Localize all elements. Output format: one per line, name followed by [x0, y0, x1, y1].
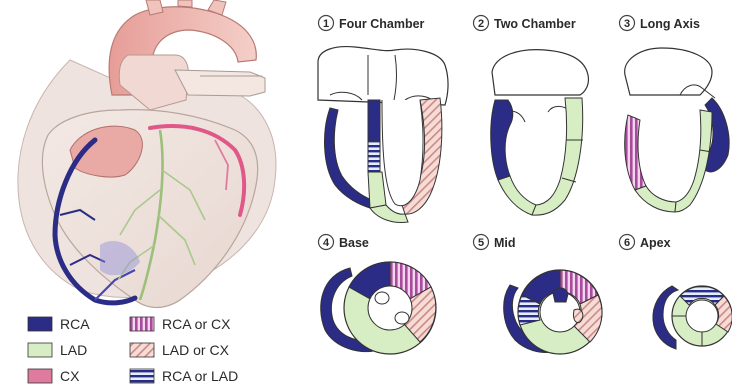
legend-label-lad-or-cx: LAD or CX [162, 342, 230, 358]
view-heading-two-chamber: 2 Two Chamber [474, 16, 576, 32]
pulmonary-artery [175, 70, 265, 96]
view-heading-apex: 6 Apex [620, 235, 671, 251]
legend-label-rca-or-lad: RCA or LAD [162, 368, 238, 384]
legend-swatch-cx [28, 369, 52, 383]
inferior-wall-rca [491, 100, 513, 180]
view-heading-base: 4 Base [319, 235, 369, 251]
anterior-wall-lad [532, 98, 583, 215]
legend-swatch-rca-or-lad [130, 369, 154, 383]
aortic-branch-2 [178, 0, 192, 7]
heart-illustration [18, 0, 276, 308]
view-title: Base [339, 236, 369, 250]
legend: RCA LAD CX RCA or CX LAD or CX RCA or LA… [28, 316, 238, 384]
papillary-rca [553, 288, 568, 302]
anterior-septum-lad [675, 110, 712, 212]
legend-swatch-lad-or-cx [130, 343, 154, 357]
septum-lad [368, 172, 386, 208]
legend-label-rca-or-cx: RCA or CX [162, 316, 231, 332]
atrium-outline [492, 50, 588, 95]
rv-free-wall [325, 108, 372, 208]
atria-outline [318, 47, 448, 105]
mid-short-axis [504, 270, 602, 354]
view-heading-long-axis: 3 Long Axis [620, 16, 701, 32]
papillary-lad-cx [573, 309, 582, 322]
view-title: Four Chamber [339, 17, 425, 31]
view-number: 4 [323, 237, 330, 249]
inferior-wall-lad [498, 176, 536, 215]
four-chamber-view [318, 47, 448, 223]
lv-cavity [686, 300, 718, 332]
view-title: Mid [494, 236, 516, 250]
posterior-wall-rca-or-cx [625, 115, 646, 190]
lv-cavity-outline [382, 100, 423, 206]
view-number: 2 [478, 18, 484, 30]
septum-rca-or-lad [368, 140, 380, 172]
base-short-axis [321, 262, 436, 354]
apex-lad [370, 205, 408, 222]
legend-label-cx: CX [60, 368, 80, 384]
view-title: Apex [640, 236, 671, 250]
legend-label-rca: RCA [60, 316, 90, 332]
view-title: Long Axis [640, 17, 700, 31]
view-number: 5 [478, 237, 484, 249]
legend-swatch-rca-or-cx [130, 317, 154, 331]
view-number: 1 [323, 18, 329, 30]
legend-swatch-rca [28, 317, 52, 331]
view-heading-mid: 5 Mid [474, 235, 516, 251]
legend-swatch-lad [28, 343, 52, 357]
papillary-1 [375, 292, 389, 304]
legend-label-lad: LAD [60, 342, 87, 358]
view-title: Two Chamber [494, 17, 576, 31]
apical-lad [635, 186, 676, 212]
papillary-2 [395, 312, 409, 324]
long-axis-view [625, 48, 729, 212]
view-heading-four-chamber: 1 Four Chamber [319, 16, 425, 32]
view-number: 3 [624, 18, 630, 30]
septum-rca [368, 100, 380, 140]
view-number: 6 [624, 237, 630, 249]
two-chamber-view [491, 50, 589, 215]
apex-short-axis [653, 286, 732, 349]
atrium-aorta-outline [625, 48, 712, 95]
